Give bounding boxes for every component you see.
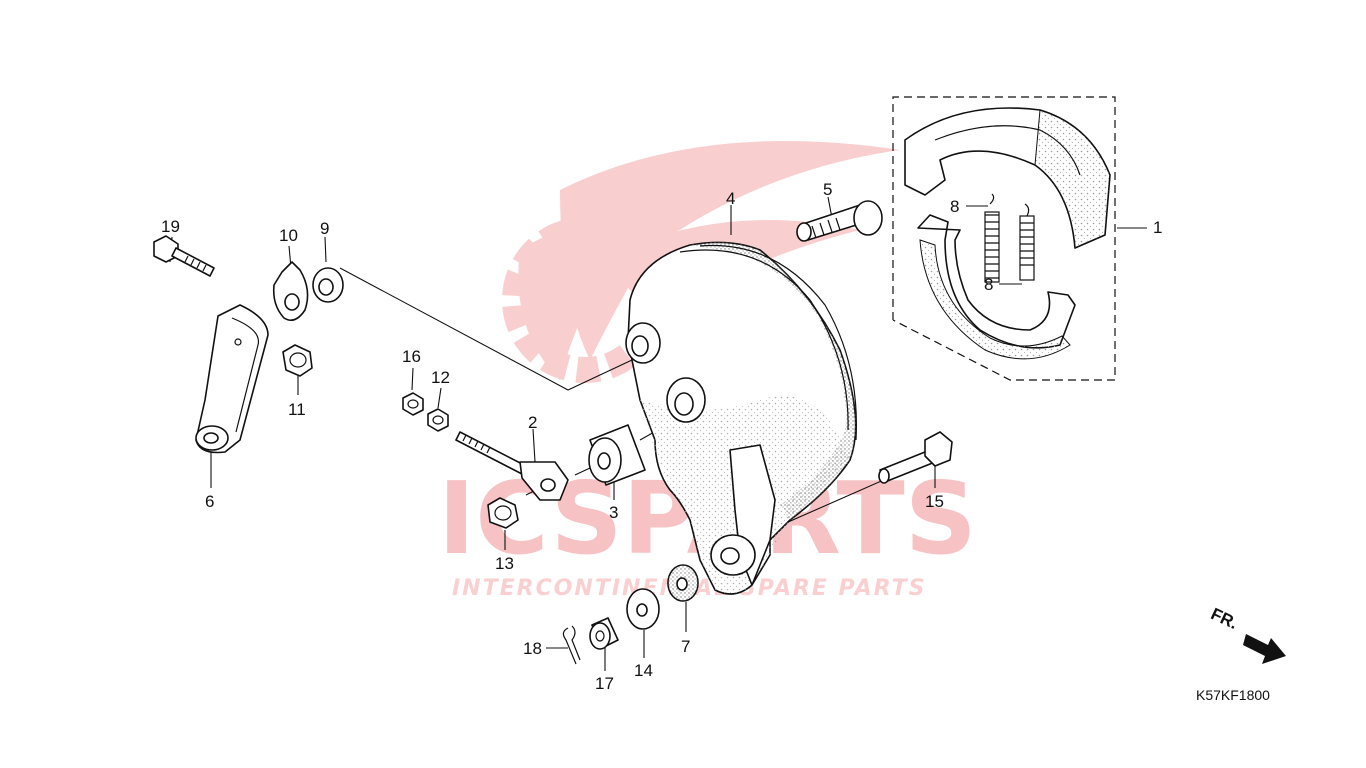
bolt-19: [153, 235, 215, 277]
part-label-12: 12: [431, 368, 450, 387]
part-label-10: 10: [279, 226, 298, 245]
part-label-19: 19: [161, 217, 180, 236]
spring-2: [1019, 203, 1035, 281]
indicator-plate: [272, 261, 309, 321]
brake-panel: [625, 241, 857, 595]
part-label-8-upper: 8: [950, 197, 959, 216]
front-arrow-icon: [1243, 634, 1286, 664]
part-label-2: 2: [528, 413, 537, 432]
front-direction-indicator: FR.: [1208, 604, 1286, 664]
nut-12: [427, 408, 449, 432]
part-label-16: 16: [402, 347, 421, 366]
cotter-pin-18: [562, 625, 581, 665]
brake-arm: [195, 304, 269, 454]
part-labels: 1 2 3 4 5 6 7 8 8 9 10 11 12 13 14 15 16…: [161, 180, 1162, 693]
part-label-14: 14: [634, 661, 653, 680]
spring-1: [984, 193, 1000, 283]
part-label-13: 13: [495, 554, 514, 573]
nut-11: [282, 344, 313, 377]
front-label: FR.: [1208, 604, 1241, 633]
nut-16: [402, 392, 424, 416]
part-label-11: 11: [288, 400, 306, 419]
collar-17: [589, 617, 619, 650]
washer-14: [626, 588, 660, 630]
part-label-7: 7: [681, 637, 690, 656]
part-label-4: 4: [726, 189, 735, 208]
part-label-6: 6: [205, 492, 214, 511]
seal-9: [312, 267, 344, 303]
part-label-9: 9: [320, 219, 329, 238]
bolt-15: [878, 431, 953, 484]
washer-7: [667, 564, 699, 602]
part-label-15: 15: [925, 492, 944, 511]
part-label-18: 18: [523, 639, 542, 658]
part-label-3: 3: [609, 503, 618, 522]
collar-3: [588, 424, 646, 486]
brake-rod: [455, 431, 569, 501]
part-label-1: 1: [1153, 218, 1162, 237]
nut-13: [487, 497, 519, 529]
brake-shoe-assembly: [892, 96, 1116, 381]
diagram-code: K57KF1800: [1196, 687, 1270, 703]
part-label-17: 17: [595, 674, 614, 693]
anchor-pin: [796, 200, 883, 242]
part-label-8-lower: 8: [984, 275, 993, 294]
part-label-5: 5: [823, 180, 832, 199]
